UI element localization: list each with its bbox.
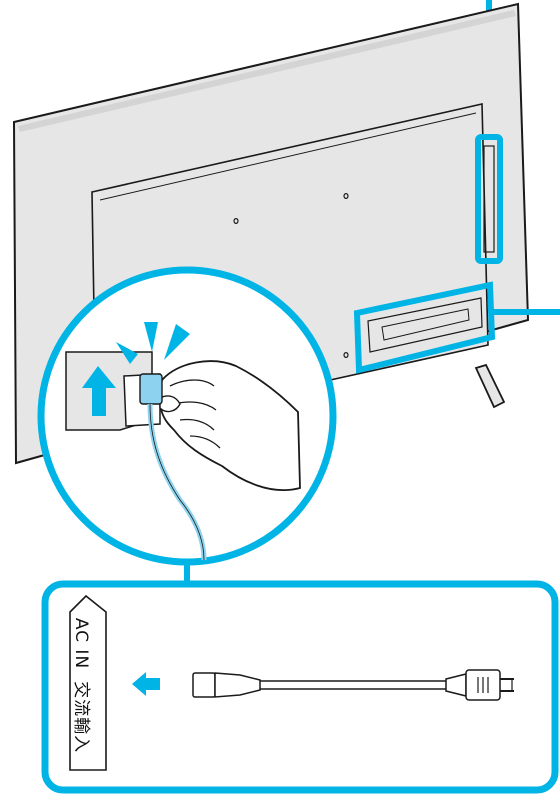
- tv-stand-right: [476, 365, 504, 407]
- ac-in-text: AC IN: [72, 617, 92, 668]
- ac-in-chinese-text: 交流輸入: [72, 681, 97, 753]
- ac-in-label: AC IN 交流輸入: [60, 600, 108, 770]
